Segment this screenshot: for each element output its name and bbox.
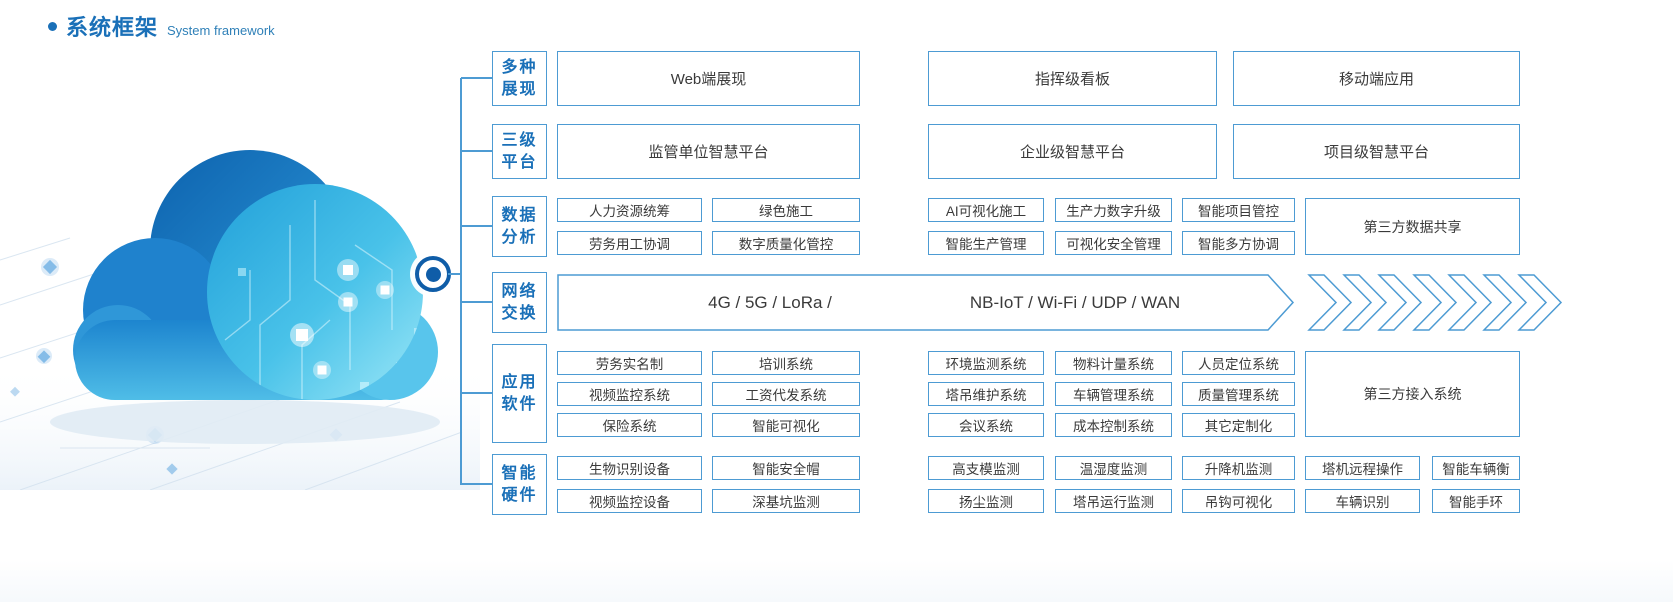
- box-app-item: 保险系统: [557, 413, 702, 437]
- box-data-item: AI可视化施工: [928, 198, 1044, 222]
- category-label-line: 智能: [501, 464, 538, 482]
- box-hw-item: 高支模监测: [928, 456, 1044, 480]
- box-app-item: 工资代发系统: [712, 382, 860, 406]
- box-hw-item: 塔吊运行监测: [1055, 489, 1172, 513]
- box-command-dashboard: 指挥级看板: [928, 51, 1217, 106]
- category-network-exchange: 网络 交换: [492, 272, 547, 333]
- category-label-line: 三级: [501, 131, 538, 149]
- chevron-right-icon: [1482, 274, 1528, 331]
- network-protocols-right: NB-IoT / Wi-Fi / UDP / WAN: [969, 292, 1181, 312]
- category-label-line: 分析: [501, 228, 538, 246]
- box-enterprise-platform: 企业级智慧平台: [928, 124, 1217, 179]
- category-label-line: 平台: [501, 153, 538, 171]
- box-mobile-app: 移动端应用: [1233, 51, 1520, 106]
- cloud-body: [50, 150, 440, 444]
- box-data-item: 生产力数字升级: [1055, 198, 1172, 222]
- box-hw-item: 温湿度监测: [1055, 456, 1172, 480]
- page-title: 系统框架 System framework: [48, 10, 275, 42]
- box-hw-item: 生物识别设备: [557, 456, 702, 480]
- box-data-item: 人力资源统筹: [557, 198, 702, 222]
- box-project-platform: 项目级智慧平台: [1233, 124, 1520, 179]
- box-data-item: 数字质量化管控: [712, 231, 860, 255]
- box-third-party-access-system: 第三方接入系统: [1305, 351, 1520, 437]
- box-data-item: 智能生产管理: [928, 231, 1044, 255]
- title-en: System framework: [167, 23, 275, 38]
- cloud-glow-squares: [207, 259, 422, 400]
- connector-node-line: [448, 273, 461, 275]
- title-cn: 系统框架: [66, 15, 159, 40]
- box-hw-item: 智能车辆衡: [1432, 456, 1520, 480]
- box-app-item: 塔吊维护系统: [928, 382, 1044, 406]
- category-three-level-platform: 三级 平台: [492, 124, 547, 179]
- chevron-right-icon: [1377, 274, 1423, 331]
- box-third-party-data-share: 第三方数据共享: [1305, 198, 1520, 255]
- box-app-item: 其它定制化: [1182, 413, 1295, 437]
- box-app-item: 车辆管理系统: [1055, 382, 1172, 406]
- box-hw-item: 塔机远程操作: [1305, 456, 1420, 480]
- chevron-right-icon: [1342, 274, 1388, 331]
- network-arrow-shape: [557, 274, 1563, 331]
- box-app-item: 劳务实名制: [557, 351, 702, 375]
- box-hw-item: 车辆识别: [1305, 489, 1420, 513]
- connector-spine: [460, 78, 462, 485]
- box-data-item: 劳务用工协调: [557, 231, 702, 255]
- chevron-right-icon: [1307, 274, 1353, 331]
- connector-stub-6: [461, 483, 492, 485]
- box-web-display: Web端展现: [557, 51, 860, 106]
- cloud-hub-node-icon: [415, 256, 451, 292]
- box-data-item: 绿色施工: [712, 198, 860, 222]
- box-data-item: 可视化安全管理: [1055, 231, 1172, 255]
- box-hw-item: 深基坑监测: [712, 489, 860, 513]
- connector-stub-1: [461, 77, 492, 79]
- category-label-line: 数据: [501, 206, 538, 224]
- box-app-item: 视频监控系统: [557, 382, 702, 406]
- chevron-right-icon: [1517, 274, 1563, 331]
- bullet-icon: [48, 21, 57, 31]
- box-app-item: 物料计量系统: [1055, 351, 1172, 375]
- category-data-analysis: 数据 分析: [492, 196, 547, 257]
- category-label-line: 交换: [501, 304, 538, 322]
- box-hw-item: 智能安全帽: [712, 456, 860, 480]
- box-app-item: 人员定位系统: [1182, 351, 1295, 375]
- network-protocols-left: 4G / 5G / LoRa /: [708, 292, 832, 312]
- box-hw-item: 智能手环: [1432, 489, 1520, 513]
- box-hw-item: 升降机监测: [1182, 456, 1295, 480]
- chevron-right-icon: [1447, 274, 1493, 331]
- cloud-graphic: [0, 150, 480, 490]
- box-regulator-platform: 监管单位智慧平台: [557, 124, 860, 179]
- category-label-line: 网络: [501, 282, 538, 300]
- category-label-line: 硬件: [501, 486, 538, 504]
- connector-stub-2: [461, 150, 492, 152]
- box-hw-item: 扬尘监测: [928, 489, 1044, 513]
- box-hw-item: 视频监控设备: [557, 489, 702, 513]
- box-app-item: 智能可视化: [712, 413, 860, 437]
- box-app-item: 会议系统: [928, 413, 1044, 437]
- box-app-item: 成本控制系统: [1055, 413, 1172, 437]
- bottom-haze: [0, 560, 1673, 602]
- category-label-line: 软件: [501, 395, 538, 413]
- category-label-line: 多种: [501, 58, 538, 76]
- box-app-item: 质量管理系统: [1182, 382, 1295, 406]
- category-multi-display: 多种 展现: [492, 51, 547, 106]
- box-hw-item: 吊钩可视化: [1182, 489, 1295, 513]
- network-exchange-bar: 4G / 5G / LoRa / NB-IoT / Wi-Fi / UDP / …: [557, 274, 1572, 331]
- category-label-line: 展现: [501, 80, 538, 98]
- category-application-software: 应用 软件: [492, 344, 547, 443]
- category-label-line: 应用: [501, 373, 538, 391]
- box-app-item: 环境监测系统: [928, 351, 1044, 375]
- box-data-item: 智能多方协调: [1182, 231, 1295, 255]
- connector-stub-4: [461, 301, 492, 303]
- box-data-item: 智能项目管控: [1182, 198, 1295, 222]
- chevron-right-icon: [1412, 274, 1458, 331]
- network-arrow-box: [557, 274, 1295, 331]
- box-app-item: 培训系统: [712, 351, 860, 375]
- category-smart-hardware: 智能 硬件: [492, 454, 547, 515]
- connector-stub-5: [461, 392, 492, 394]
- network-protocols: 4G / 5G / LoRa / NB-IoT / Wi-Fi / UDP / …: [557, 274, 1293, 331]
- connector-stub-3: [461, 225, 492, 227]
